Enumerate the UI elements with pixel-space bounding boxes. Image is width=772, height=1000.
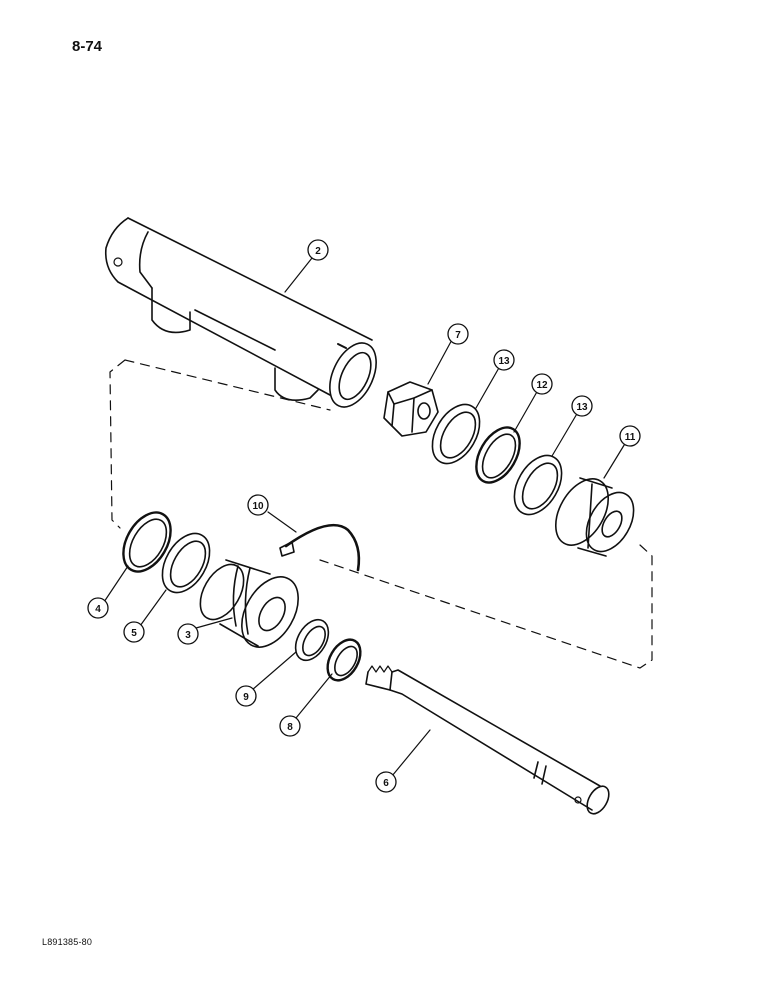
callout-label-10: 10 [252, 501, 264, 512]
ring [122, 511, 172, 573]
callout-circle-2 [307, 239, 329, 261]
callout-label-12: 12 [536, 380, 548, 391]
callout-circle-8 [279, 715, 301, 737]
gland [199, 559, 299, 648]
assembly-dashed-outline [109, 359, 653, 669]
callout-circle-10 [247, 494, 269, 516]
callout-circle-11 [619, 425, 641, 447]
callout-circle-9 [235, 685, 257, 707]
callout-label-13-upper: 13 [498, 356, 510, 367]
callout-circle-6 [375, 771, 397, 793]
callout-label-13-lower: 13 [576, 402, 588, 413]
callout-label-9: 9 [243, 692, 249, 703]
callout-circle-13-lower [571, 395, 593, 417]
backup-ring-lower [513, 454, 563, 516]
callout-circle-12 [531, 373, 553, 395]
callout-circle-4 [87, 597, 109, 619]
wear-ring [294, 618, 330, 662]
callout-label-4: 4 [95, 604, 101, 615]
figure-code: L891385-80 [42, 937, 93, 947]
page-number: 8-74 [72, 38, 103, 55]
callout-circle-5 [123, 621, 145, 643]
callout-label-2: 2 [315, 246, 321, 257]
retainer-wire [284, 523, 361, 572]
backup-ring-upper [431, 403, 481, 465]
callout-label-7: 7 [455, 330, 461, 341]
nut [383, 381, 439, 437]
callout-label-5: 5 [131, 628, 137, 639]
callout-circle-3 [177, 623, 199, 645]
callout-circle-7 [447, 323, 469, 345]
cylinder-barrel [104, 217, 377, 408]
seal [161, 532, 211, 594]
rod [365, 665, 610, 815]
o-ring [475, 426, 521, 484]
callout-label-8: 8 [287, 722, 293, 733]
callout-label-3: 3 [185, 630, 191, 641]
piston [554, 477, 635, 557]
callout-label-6: 6 [383, 778, 389, 789]
callout-circle-13-upper [493, 349, 515, 371]
callout-label-11: 11 [625, 432, 636, 443]
wiper-seal [326, 638, 362, 682]
